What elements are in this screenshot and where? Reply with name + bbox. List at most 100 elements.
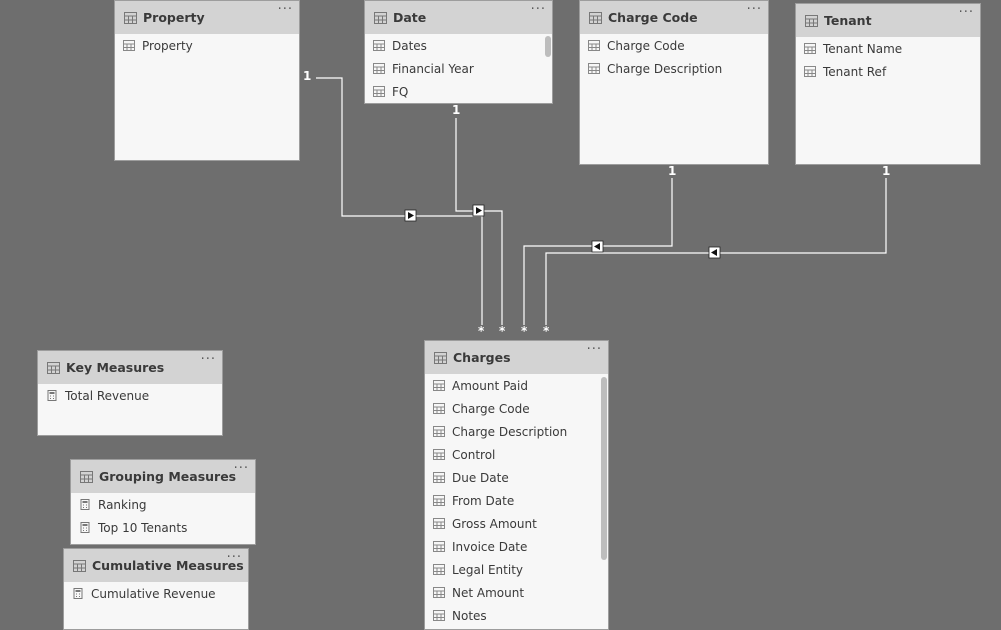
field-item[interactable]: Dates: [365, 34, 552, 57]
field-item[interactable]: Charge Code: [425, 397, 608, 420]
cardinality-many-date: *: [499, 324, 506, 338]
table-header[interactable]: Cumulative Measures ···: [64, 549, 248, 582]
field-item[interactable]: Charge Description: [425, 420, 608, 443]
field-label: Cumulative Revenue: [91, 586, 216, 601]
table-icon: [47, 361, 60, 374]
column-icon: [433, 518, 445, 529]
table-tenant[interactable]: Tenant ··· Tenant Name Tenant Ref: [795, 3, 981, 165]
table-title: Cumulative Measures: [92, 558, 244, 573]
table-cumulative-measures[interactable]: Cumulative Measures ··· Cumulative Reven…: [63, 548, 249, 630]
table-icon: [589, 11, 602, 24]
field-label: FQ: [392, 84, 409, 99]
field-item[interactable]: From Date: [425, 489, 608, 512]
field-label: From Date: [452, 493, 515, 508]
more-options-icon[interactable]: ···: [746, 2, 762, 17]
field-item[interactable]: Ranking: [71, 493, 255, 516]
cardinality-many-charge-code: *: [521, 324, 528, 338]
more-options-icon[interactable]: ···: [277, 2, 293, 17]
field-label: Invoice Date: [452, 539, 528, 554]
table-icon: [374, 11, 387, 24]
table-header[interactable]: Grouping Measures ···: [71, 460, 255, 493]
column-icon: [433, 495, 445, 506]
field-label: Charge Code: [452, 401, 530, 416]
more-options-icon[interactable]: ···: [226, 550, 242, 565]
table-icon: [434, 351, 447, 364]
field-label: Gross Amount: [452, 516, 537, 531]
field-label: Dates: [392, 38, 427, 53]
calculator-icon: [73, 588, 83, 599]
field-item[interactable]: Net Amount: [425, 581, 608, 604]
more-options-icon[interactable]: ···: [530, 2, 546, 17]
table-key-measures[interactable]: Key Measures ··· Total Revenue: [37, 350, 223, 436]
table-title: Date: [393, 10, 427, 25]
cardinality-one-charge-code: 1: [668, 164, 677, 178]
field-item[interactable]: Top 10 Tenants: [71, 516, 255, 539]
table-charges[interactable]: Charges ··· Amount Paid Charge Code Char…: [424, 340, 609, 630]
cardinality-one-tenant: 1: [882, 164, 891, 178]
column-icon: [588, 40, 600, 51]
table-icon: [80, 470, 93, 483]
field-item[interactable]: Due Date: [425, 466, 608, 489]
field-item[interactable]: Charge Description: [580, 57, 768, 80]
column-icon: [433, 426, 445, 437]
field-label: Amount Paid: [452, 378, 528, 393]
scrollbar[interactable]: [545, 36, 551, 57]
column-icon: [433, 380, 445, 391]
table-header[interactable]: Key Measures ···: [38, 351, 222, 384]
field-item[interactable]: Financial Year: [365, 57, 552, 80]
field-item[interactable]: Tenant Ref: [796, 60, 980, 83]
more-options-icon[interactable]: ···: [200, 352, 216, 367]
table-charge-code[interactable]: Charge Code ··· Charge Code Charge Descr…: [579, 0, 769, 165]
field-label: Ranking: [98, 497, 147, 512]
field-item[interactable]: Charge Code: [580, 34, 768, 57]
field-label: Net Amount: [452, 585, 525, 600]
field-item[interactable]: Property: [115, 34, 299, 57]
table-header[interactable]: Tenant ···: [796, 4, 980, 37]
more-options-icon[interactable]: ···: [586, 342, 602, 357]
column-icon: [433, 541, 445, 552]
more-options-icon[interactable]: ···: [233, 461, 249, 476]
field-item[interactable]: Cumulative Revenue: [64, 582, 248, 605]
scrollbar[interactable]: [601, 377, 607, 560]
field-label: Tenant Ref: [823, 64, 887, 79]
field-item[interactable]: Notes: [425, 604, 608, 627]
relationship-line-date: [455, 118, 503, 325]
field-label: Charge Code: [607, 38, 685, 53]
table-grouping-measures[interactable]: Grouping Measures ··· Ranking Top 10 Ten…: [70, 459, 256, 545]
field-item[interactable]: Tenant Name: [796, 37, 980, 60]
field-label: Notes: [452, 608, 487, 623]
column-icon: [588, 63, 600, 74]
column-icon: [123, 40, 135, 51]
field-item[interactable]: Control: [425, 443, 608, 466]
table-header[interactable]: Charges ···: [425, 341, 608, 374]
field-label: Due Date: [452, 470, 509, 485]
calculator-icon: [80, 499, 90, 510]
field-item[interactable]: Invoice Date: [425, 535, 608, 558]
field-item[interactable]: Legal Entity: [425, 558, 608, 581]
table-property[interactable]: Property ··· Property: [114, 0, 300, 161]
table-header[interactable]: Charge Code ···: [580, 1, 768, 34]
cardinality-many-tenant: *: [543, 324, 550, 338]
table-title: Charge Code: [608, 10, 698, 25]
cardinality-many-property: *: [478, 324, 485, 338]
field-item[interactable]: Gross Amount: [425, 512, 608, 535]
field-label: Control: [452, 447, 496, 462]
field-label: Legal Entity: [452, 562, 524, 577]
table-date[interactable]: Date ··· Dates Financial Year FQ: [364, 0, 553, 104]
field-item[interactable]: Total Revenue: [38, 384, 222, 407]
table-header[interactable]: Property ···: [115, 1, 299, 34]
field-label: Tenant Name: [823, 41, 903, 56]
column-icon: [433, 449, 445, 460]
table-title: Charges: [453, 350, 511, 365]
table-header[interactable]: Date ···: [365, 1, 552, 34]
field-item[interactable]: Amount Paid: [425, 374, 608, 397]
column-icon: [433, 564, 445, 575]
table-icon: [805, 14, 818, 27]
table-title: Tenant: [824, 13, 872, 28]
field-item[interactable]: FQ: [365, 80, 552, 103]
more-options-icon[interactable]: ···: [958, 5, 974, 20]
calculator-icon: [47, 390, 57, 401]
field-label: Top 10 Tenants: [98, 520, 188, 535]
cardinality-one-property: 1: [303, 69, 312, 83]
